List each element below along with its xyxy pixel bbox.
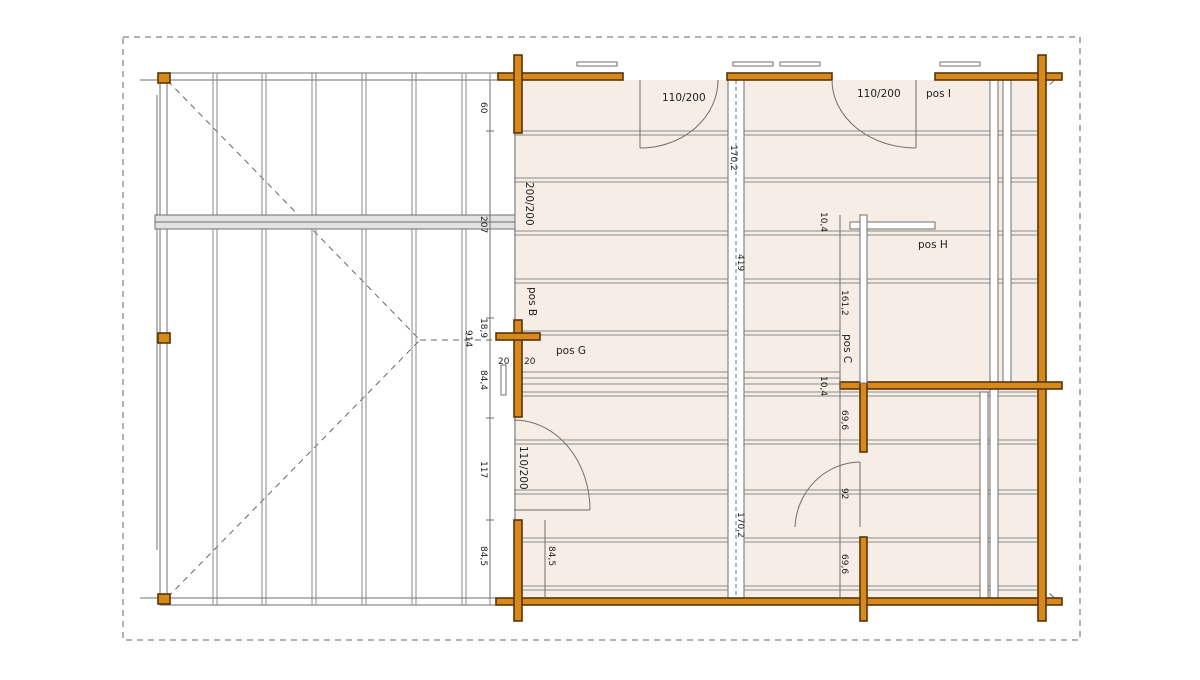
room-floor-main: [514, 80, 1044, 598]
dim-18-9: 18,9: [478, 318, 488, 338]
doors: [513, 79, 917, 528]
wall-top-right: [934, 72, 1063, 81]
log-walls: [157, 54, 1063, 622]
dim-84-4: 84,4: [478, 370, 488, 390]
dim-170-2-top: 170,2: [728, 145, 738, 171]
wall-left-mid: [513, 319, 523, 418]
wall-left-top: [513, 54, 523, 134]
dim-69-6-bottom: 69,6: [839, 554, 849, 574]
pos-i-label: pos I: [926, 88, 951, 100]
door-label-top-left: 110/200: [662, 92, 706, 104]
right-post-1: [989, 79, 999, 599]
terrace-frame: [140, 72, 516, 606]
dim-10-4-top: 10,4: [818, 212, 828, 232]
interior-rafters: [514, 130, 1044, 591]
window-left-wall: [500, 364, 507, 396]
dim-914: 914: [463, 330, 473, 347]
window-3: [779, 61, 821, 67]
dashed-boundary: [122, 36, 1081, 641]
wall-bottom: [495, 597, 1063, 606]
window-4: [939, 61, 981, 67]
pos-h-arm: [849, 221, 936, 230]
dim-170-2-bottom: 170,2: [735, 512, 745, 538]
dim-10-4-mid: 10,4: [818, 376, 828, 396]
door-top-right-swing: [831, 79, 917, 149]
window-2: [732, 61, 774, 67]
door-label-left: 200/200: [523, 182, 535, 226]
wall-top-mid: [726, 72, 833, 81]
door-label-bottom-left: 110/200: [517, 446, 529, 490]
dim-92: 92: [839, 488, 849, 499]
wall-top-left: [497, 72, 624, 81]
dim-69-6-top: 69,6: [839, 410, 849, 430]
room-floor: [514, 80, 1044, 598]
top-windows: [500, 61, 981, 396]
right-post-3: [979, 391, 989, 599]
dim-84-5-left: 84,5: [478, 546, 488, 566]
dim-207: 207: [478, 216, 488, 233]
dim-20a: 20: [498, 357, 510, 367]
wall-right: [1037, 54, 1047, 622]
dim-60: 60: [478, 102, 488, 114]
pos-h-label: pos H: [918, 239, 948, 251]
wall-left-tie: [495, 332, 541, 341]
hip-line-left-bottom: [159, 339, 421, 606]
window-1: [576, 61, 618, 67]
dim-117: 117: [478, 461, 488, 478]
pos-h-post: [859, 214, 868, 384]
pos-c-label: pos C: [841, 334, 853, 363]
dimension-lines: [486, 80, 841, 598]
door-bottom-left-swing: [513, 419, 591, 511]
wall-inner-horizontal: [839, 381, 1063, 390]
door-inner-swing: [794, 461, 861, 528]
door-top-left-swing: [639, 79, 719, 149]
wall-inner-vertical-top: [859, 381, 868, 453]
dim-161-2: 161,2: [839, 290, 849, 316]
hip-line-left-top: [159, 72, 421, 341]
wall-left-bottom: [513, 519, 523, 622]
pos-h-element: [849, 214, 936, 384]
right-post-2: [1002, 79, 1012, 386]
dim-84-5-right: 84,5: [546, 546, 556, 566]
wall-inner-vertical-bottom: [859, 536, 868, 622]
terrace-post-mid: [157, 332, 171, 344]
dim-419: 419: [735, 254, 745, 271]
dim-20b: 20: [524, 357, 536, 367]
terrace-post-bottom: [157, 593, 171, 605]
pos-b-label: pos B: [526, 287, 538, 316]
pos-g-label: pos G: [556, 345, 586, 357]
terrace-post-top: [157, 72, 171, 84]
door-label-top-right: 110/200: [857, 88, 901, 100]
